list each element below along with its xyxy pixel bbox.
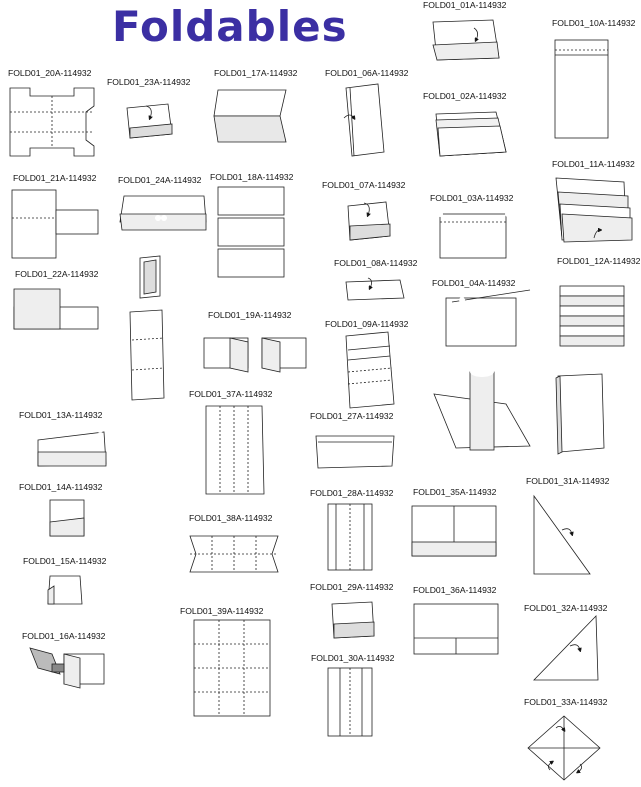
fold01-07a-illustration <box>347 201 391 241</box>
fold01-32a-illustration <box>533 615 599 681</box>
fold01-37a-illustration <box>205 405 265 495</box>
fold01-17a-illustration <box>213 89 287 143</box>
label-fold01-18a: FOLD01_18A-114932 <box>210 172 294 182</box>
fold01-20a-illustration <box>9 87 95 157</box>
label-fold01-06a: FOLD01_06A-114932 <box>325 68 409 78</box>
fold01-13a-illustration <box>37 427 107 467</box>
fold01-39a-illustration <box>193 619 271 717</box>
label-fold01-16a: FOLD01_16A-114932 <box>22 631 106 641</box>
label-fold01-08a: FOLD01_08A-114932 <box>334 258 418 268</box>
fold01-15a-illustration <box>47 575 83 605</box>
label-fold01-31a: FOLD01_31A-114932 <box>526 476 610 486</box>
label-fold01-37a: FOLD01_37A-114932 <box>189 389 273 399</box>
label-fold01-27a: FOLD01_27A-114932 <box>310 411 394 421</box>
fold01-30a-illustration <box>327 667 373 737</box>
page-title: Foldables <box>112 2 348 51</box>
fold01-29a-illustration <box>331 601 375 639</box>
label-fold01-10a: FOLD01_10A-114932 <box>552 18 636 28</box>
fold-column-illustration <box>129 255 165 401</box>
fold01-09a-illustration <box>345 331 395 409</box>
fold01-02a-illustration <box>435 111 507 157</box>
label-fold01-20a: FOLD01_20A-114932 <box>8 68 92 78</box>
label-fold01-21a: FOLD01_21A-114932 <box>13 173 97 183</box>
label-fold01-39a: FOLD01_39A-114932 <box>180 606 264 616</box>
fold01-35a-illustration <box>411 505 497 557</box>
label-fold01-07a: FOLD01_07A-114932 <box>322 180 406 190</box>
label-fold01-02a: FOLD01_02A-114932 <box>423 91 507 101</box>
fold01-10a-illustration <box>554 39 609 139</box>
label-fold01-11a: FOLD01_11A-114932 <box>552 159 635 169</box>
tube-foldable-illustration <box>433 367 531 451</box>
label-fold01-24a: FOLD01_24A-114932 <box>118 175 202 185</box>
fold01-36a-illustration <box>413 603 499 655</box>
label-fold01-29a: FOLD01_29A-114932 <box>310 582 394 592</box>
fold01-24a-illustration <box>119 195 207 231</box>
label-fold01-35a: FOLD01_35A-114932 <box>413 487 497 497</box>
label-fold01-28a: FOLD01_28A-114932 <box>310 488 394 498</box>
fold01-28a-illustration <box>327 503 373 571</box>
label-fold01-19a: FOLD01_19A-114932 <box>208 310 292 320</box>
book-illustration <box>555 373 605 455</box>
label-fold01-13a: FOLD01_13A-114932 <box>19 410 103 420</box>
fold01-27a-illustration <box>315 435 395 469</box>
fold01-18a-illustration <box>217 186 285 278</box>
fold01-04a-illustration <box>445 289 531 347</box>
fold01-06a-illustration <box>343 83 385 157</box>
fold01-16a-illustration <box>29 647 105 689</box>
fold01-12a-illustration <box>559 285 625 347</box>
label-fold01-33a: FOLD01_33A-114932 <box>524 697 608 707</box>
label-fold01-36a: FOLD01_36A-114932 <box>413 585 497 595</box>
fold01-38a-illustration <box>189 535 279 573</box>
label-fold01-23a: FOLD01_23A-114932 <box>107 77 191 87</box>
fold01-22a-illustration <box>13 288 99 330</box>
fold01-19a-illustration <box>203 337 307 373</box>
fold01-33a-illustration <box>527 715 601 781</box>
label-fold01-15a: FOLD01_15A-114932 <box>23 556 107 566</box>
fold01-08a-illustration <box>345 277 405 301</box>
label-fold01-09a: FOLD01_09A-114932 <box>325 319 409 329</box>
fold01-01a-illustration <box>432 19 500 61</box>
fold01-03a-illustration <box>437 211 511 259</box>
fold01-23a-illustration <box>126 103 173 139</box>
label-fold01-14a: FOLD01_14A-114932 <box>19 482 103 492</box>
label-fold01-32a: FOLD01_32A-114932 <box>524 603 608 613</box>
fold01-31a-illustration <box>533 494 591 575</box>
fold01-14a-illustration <box>49 499 85 537</box>
label-fold01-04a: FOLD01_04A-114932 <box>432 278 516 288</box>
label-fold01-22a: FOLD01_22A-114932 <box>15 269 99 279</box>
label-fold01-38a: FOLD01_38A-114932 <box>189 513 273 523</box>
label-fold01-03a: FOLD01_03A-114932 <box>430 193 514 203</box>
label-fold01-17a: FOLD01_17A-114932 <box>214 68 298 78</box>
label-fold01-01a: FOLD01_01A-114932 <box>423 0 507 10</box>
label-fold01-30a: FOLD01_30A-114932 <box>311 653 395 663</box>
fold01-21a-illustration <box>11 189 99 259</box>
fold01-11a-illustration <box>555 177 633 243</box>
label-fold01-12a: FOLD01_12A-114932 <box>557 256 641 266</box>
